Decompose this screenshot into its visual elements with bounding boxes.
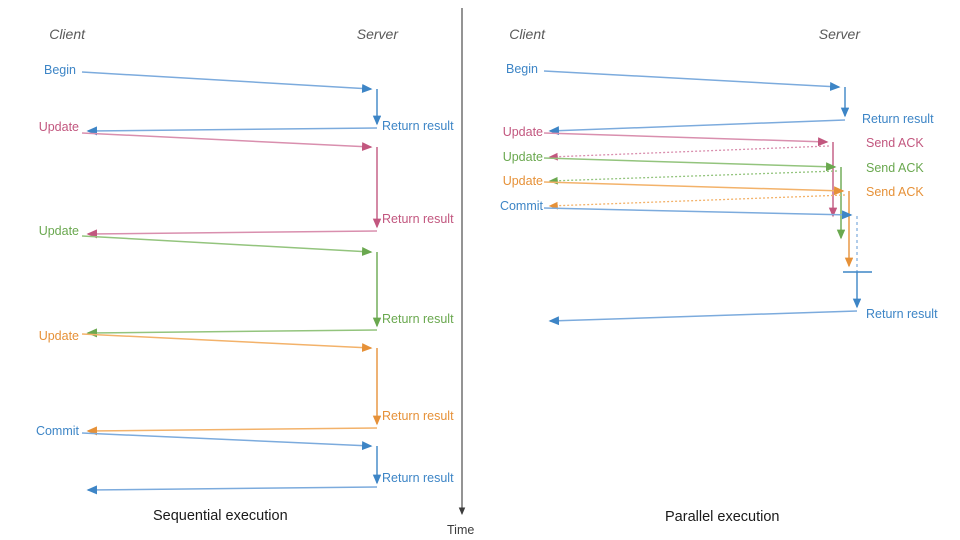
seq-server-label-return-4: Return result [382,409,454,423]
p-flow-begin-blue [543,70,850,136]
seq-client-label-commit: Commit [35,424,79,438]
seq-client-label-update-1: Update [38,120,79,134]
p-flow-update1-pink [543,132,838,218]
parallel-panel-vectors [543,70,872,326]
panel-parallel-client-header: Client [509,26,545,42]
seq-server-label-return-3: Return result [382,312,454,326]
seq-client-label-update-2: Update [38,224,79,238]
seq-client-label-begin: Begin [44,63,76,77]
panel-parallel-caption: Parallel execution [665,509,780,525]
seq-server-label-return-5: Return result [382,471,454,485]
flow-update3-orange [81,333,382,436]
flow-update2-green [81,235,382,338]
time-axis-label: Time [447,523,475,537]
par-client-label-update-3: Update [502,174,543,188]
flow-begin-blue [81,71,382,136]
p-flow-update3-orange [543,181,854,268]
panel-sequential-server-header: Server [356,26,398,42]
sequential-panel-vectors [81,71,382,495]
flow-update1-pink [81,132,382,239]
p-flow-update2-green [543,157,846,240]
par-server-label-ack-3: Send ACK [866,185,924,199]
panel-sequential-caption: Sequential execution [153,508,288,524]
par-server-label-ack-2: Send ACK [866,161,924,175]
panel-parallel-server-header: Server [818,26,860,42]
par-client-label-commit: Commit [499,199,543,213]
par-server-label-return-2: Return result [866,307,938,321]
par-client-label-update-2: Update [502,150,543,164]
seq-client-label-update-3: Update [38,329,79,343]
par-client-label-begin: Begin [506,62,538,76]
flow-commit-blue [81,432,382,495]
par-client-label-update-1: Update [502,125,543,139]
panel-sequential-client-header: Client [49,26,85,42]
p-flow-commit-blue [543,207,872,326]
par-server-label-return-1: Return result [862,112,934,126]
par-server-label-ack-1: Send ACK [866,136,924,150]
seq-server-label-return-2: Return result [382,212,454,226]
seq-server-label-return-1: Return result [382,119,454,133]
